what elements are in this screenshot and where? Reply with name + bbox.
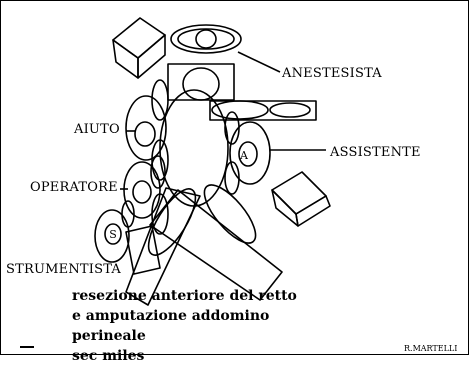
patient-hand xyxy=(269,102,311,118)
diagram-caption: resezione anteriore del retto e amputazi… xyxy=(72,286,297,366)
instrument-box-top-left xyxy=(112,17,166,79)
label-strumentista: STRUMENTISTA xyxy=(6,262,121,277)
slide-frame xyxy=(0,0,469,355)
leg-board-right xyxy=(149,189,283,301)
leg-board-left xyxy=(125,187,201,306)
pointer-line-anestesista xyxy=(237,51,281,73)
caption-line-3: perineale xyxy=(72,328,146,344)
patient-leg-left xyxy=(147,188,197,256)
strumentista-figure xyxy=(94,200,135,263)
label-aiuto: AIUTO xyxy=(74,122,120,137)
caption-line-2: e amputazione addomino xyxy=(72,308,270,324)
aiuto-figure xyxy=(125,79,169,181)
label-anestesista: ANESTESISTA xyxy=(282,66,382,81)
anesthetist-figure xyxy=(170,24,242,54)
label-assistente: ASSISTENTE xyxy=(330,145,421,160)
assistant-marker-letter: A xyxy=(239,149,249,162)
assistente-figure xyxy=(224,111,271,195)
patient-head xyxy=(182,67,220,101)
instrument-table xyxy=(125,225,161,275)
scrub-marker-letter: S xyxy=(109,228,117,241)
instrument-box-right xyxy=(271,171,331,227)
head-board xyxy=(167,63,235,101)
arm-board xyxy=(209,100,317,121)
author-credit: R.MARTELLI xyxy=(404,344,458,353)
patient-arm xyxy=(211,100,269,120)
caption-line-4: sec miles xyxy=(72,348,145,364)
patient-leg-right xyxy=(203,184,257,244)
operatore-figure xyxy=(123,155,169,235)
caption-line-1: resezione anteriore del retto xyxy=(72,288,297,304)
label-operatore: OPERATORE xyxy=(30,180,118,195)
